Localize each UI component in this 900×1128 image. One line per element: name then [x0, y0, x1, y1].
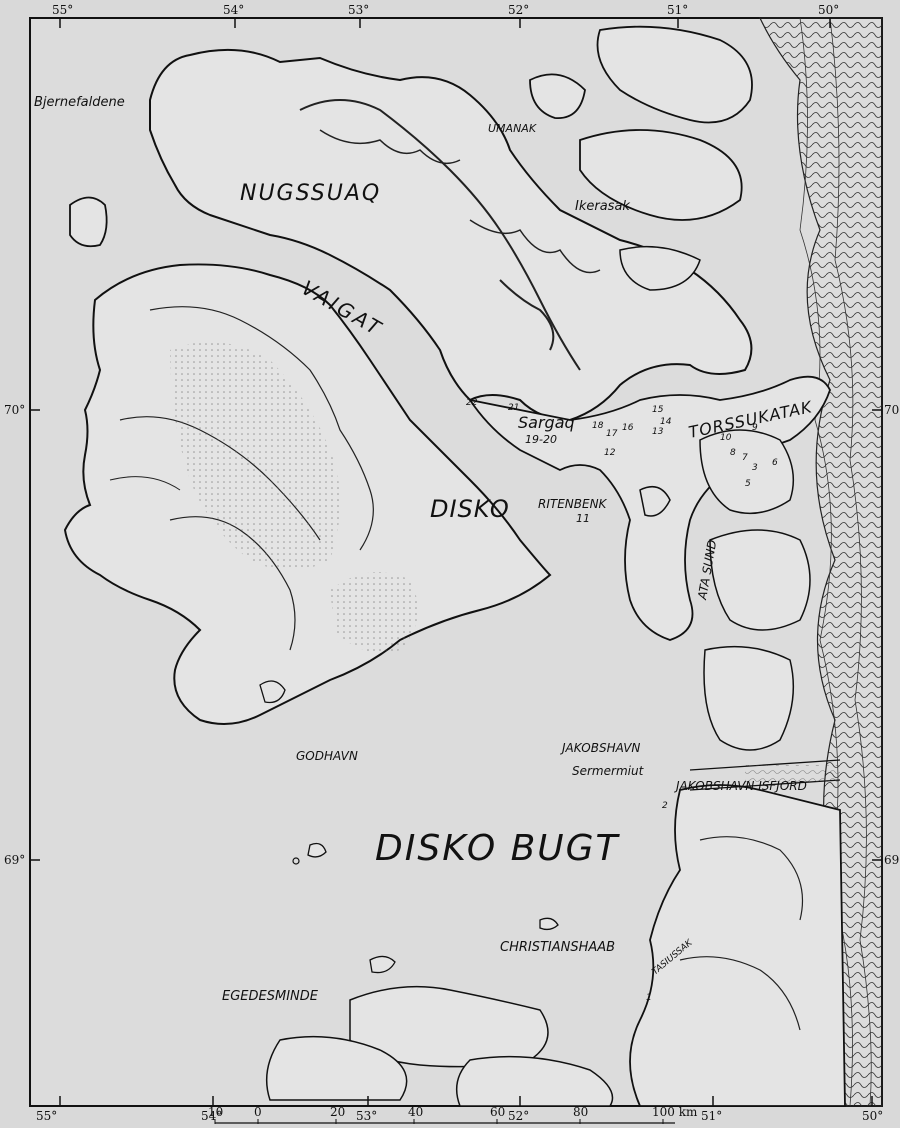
top-tick-51: 51° — [667, 3, 688, 17]
label-ritenbenk: RITENBENK — [538, 497, 608, 511]
scale-bar: 10 0 20 40 60 80 100 km — [208, 1105, 698, 1124]
top-tick-54: 54° — [223, 3, 244, 17]
mainland-south — [629, 784, 846, 1107]
label-ritenbenk-site: 11 — [576, 512, 590, 525]
label-ikerasak: Ikerasak — [575, 199, 630, 214]
graticule-ticks — [30, 18, 882, 1106]
label-jakobshavn-isfjord: JAKOBSHAVN ISFJORD — [674, 779, 807, 793]
site-number: 14 — [660, 417, 672, 427]
label-umanak: UMANAK — [488, 122, 537, 135]
top-tick-53: 53° — [348, 3, 369, 17]
label-sargaq: Sargaq — [518, 413, 575, 432]
bottom-tick-53: 53° — [356, 1109, 377, 1123]
right-tick-70: 70° — [884, 403, 900, 417]
bottom-tick-52: 52° — [508, 1109, 529, 1123]
scale-tick: 20 — [330, 1105, 345, 1119]
label-sargaq-sites: 19-20 — [525, 433, 557, 446]
northern-land — [596, 25, 753, 124]
top-tick-55: 55° — [52, 3, 73, 17]
scale-tick: 60 — [490, 1105, 505, 1119]
south-islands — [349, 985, 549, 1068]
scale-tick: 10 — [208, 1105, 223, 1119]
site-number: 1 — [646, 993, 652, 1003]
label-bjernefaldene: Bjernefaldene — [34, 95, 125, 110]
label-sermermiut: Sermermiut — [572, 764, 645, 778]
small-island-west — [69, 196, 108, 248]
scale-tick: 40 — [408, 1105, 423, 1119]
scale-tick: 0 — [254, 1105, 262, 1119]
site-number: 8 — [730, 448, 736, 458]
site-number: 2 — [662, 801, 668, 811]
nugssuaq-peninsula — [149, 48, 753, 422]
scale-tick: 80 — [573, 1105, 588, 1119]
label-jakobshavn: JAKOBSHAVN — [560, 741, 640, 755]
label-disko: DISKO — [430, 495, 510, 523]
left-tick-70: 70° — [4, 403, 25, 417]
umanak-island — [529, 73, 586, 119]
bottom-tick-54: 54° — [201, 1109, 222, 1123]
site-number: 17 — [606, 429, 618, 439]
site-number: 7 — [742, 453, 748, 463]
bottom-tick-51: 51° — [701, 1109, 722, 1123]
site-number: 22 — [466, 398, 478, 408]
site-number: 13 — [652, 427, 664, 437]
site-number: 12 — [604, 448, 616, 458]
site-number: 6 — [772, 458, 778, 468]
scale-tick: 100 km — [652, 1105, 698, 1119]
label-godhavn: GODHAVN — [296, 749, 358, 763]
top-tick-52: 52° — [508, 3, 529, 17]
site-number: 21 — [508, 403, 519, 413]
left-tick-69: 69° — [4, 853, 25, 867]
top-tick-50: 50° — [818, 3, 839, 17]
site-number: 9 — [752, 423, 758, 433]
label-nugssuaq: NUGSSUAQ — [240, 181, 381, 206]
site-number: 5 — [745, 479, 751, 489]
site-number: 18 — [592, 421, 604, 431]
right-tick-69: 69 — [884, 853, 899, 867]
label-egedesminde: EGEDESMINDE — [222, 989, 319, 1004]
site-number: 16 — [622, 423, 634, 433]
bottom-tick-50: 50° — [862, 1109, 883, 1123]
site-number: 10 — [720, 433, 732, 443]
site-number: 15 — [652, 405, 664, 415]
site-number: 3 — [752, 463, 758, 473]
bottom-tick-55: 55° — [36, 1109, 57, 1123]
label-disko-bugt: DISKO BUGT — [375, 828, 621, 869]
label-christianshaab: CHRISTIANSHAAB — [500, 940, 615, 955]
